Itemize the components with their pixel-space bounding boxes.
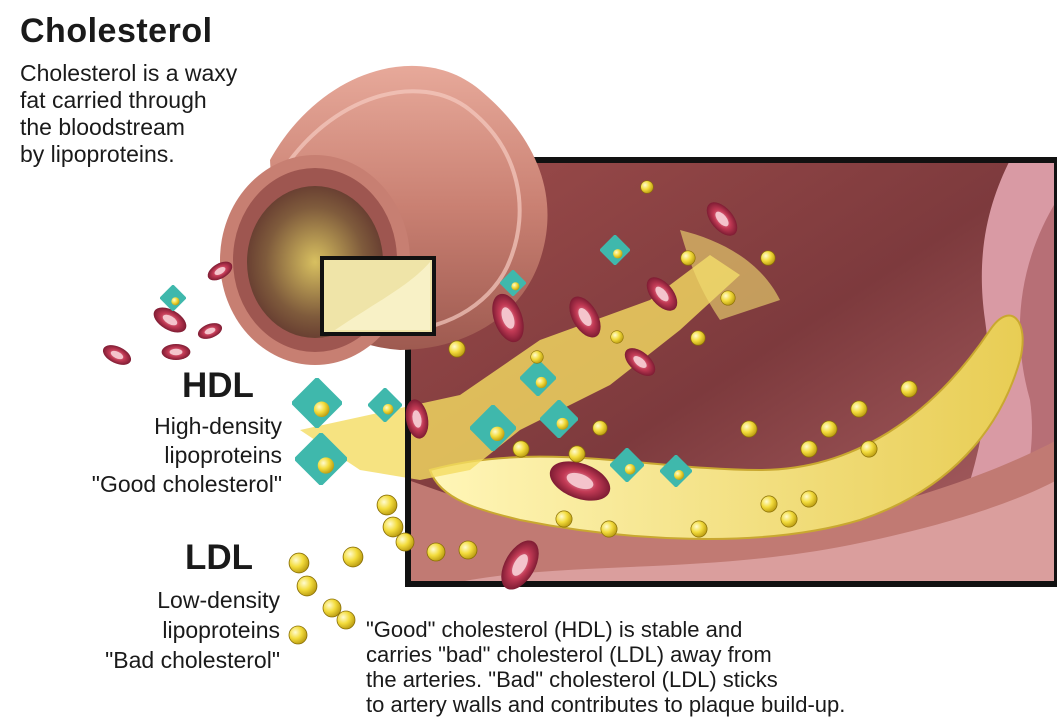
intro-text: Cholesterol is a waxy fat carried throug…	[20, 60, 237, 168]
ldl-line: "Bad cholesterol"	[0, 645, 280, 675]
ldl-heading: LDL	[185, 538, 253, 578]
caption-line: "Good" cholesterol (HDL) is stable and	[366, 617, 845, 642]
intro-line: the bloodstream	[20, 114, 237, 141]
ldl-description: Low-density lipoproteins "Bad cholestero…	[0, 585, 280, 675]
hdl-description: High-density lipoproteins "Good choleste…	[0, 412, 282, 499]
hdl-heading: HDL	[182, 366, 254, 406]
hdl-line: "Good cholesterol"	[0, 470, 282, 499]
intro-line: Cholesterol is a waxy	[20, 60, 237, 87]
hdl-line: High-density	[0, 412, 282, 441]
hdl-line: lipoproteins	[0, 441, 282, 470]
caption-line: the arteries. "Bad" cholesterol (LDL) st…	[366, 667, 845, 692]
ldl-line: lipoproteins	[0, 615, 280, 645]
intro-line: fat carried through	[20, 87, 237, 114]
caption: "Good" cholesterol (HDL) is stable and c…	[366, 617, 845, 717]
caption-line: to artery walls and contributes to plaqu…	[366, 692, 845, 717]
ldl-line: Low-density	[0, 585, 280, 615]
intro-line: by lipoproteins.	[20, 141, 237, 168]
caption-line: carries "bad" cholesterol (LDL) away fro…	[366, 642, 845, 667]
page-title: Cholesterol	[20, 12, 213, 51]
